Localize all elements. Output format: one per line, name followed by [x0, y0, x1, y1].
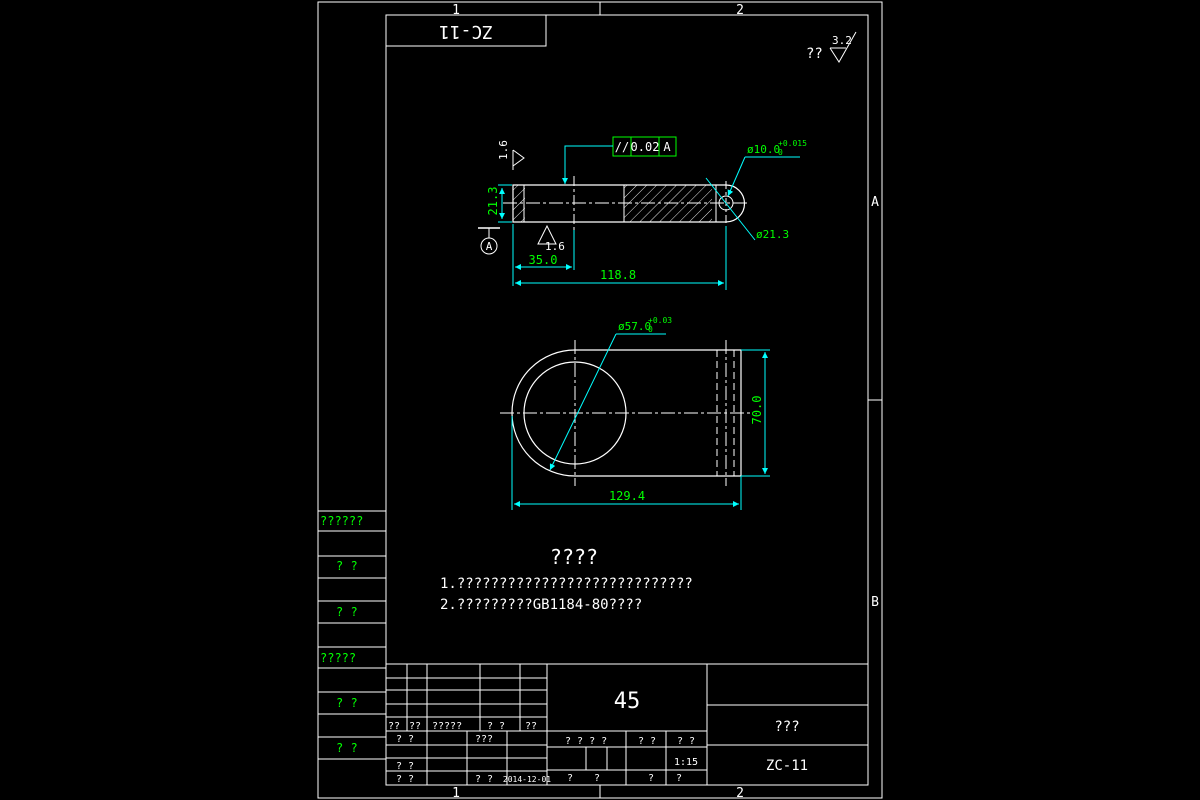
front-outline: [512, 184, 746, 223]
sign-row-1-b: ???: [475, 734, 493, 745]
front-view: 1.6 1.6 A 21.3 35.0 118.8: [478, 136, 807, 290]
left-panel-2: ? ?: [336, 559, 358, 573]
rev-header-5: ??: [525, 721, 537, 732]
zone-top-2: 2: [736, 3, 744, 18]
zone-markers: 1 2 1 2 A B: [452, 3, 879, 800]
left-panel-4: ?????: [320, 651, 356, 665]
left-panel: ?????? ? ? ? ? ????? ? ? ? ?: [318, 510, 386, 760]
zone-top-1: 1: [452, 3, 460, 18]
left-panel-3: ? ?: [336, 605, 358, 619]
mid-header-3: ? ?: [677, 736, 695, 747]
sign-row-3-a: ? ?: [396, 774, 414, 785]
zone-bottom-2: 2: [736, 786, 744, 800]
bottom-roughness-icon: [537, 224, 557, 245]
bottom-cell-1: ?: [567, 773, 573, 784]
dim-short-label: 35.0: [529, 253, 558, 267]
rev-header-1: ??: [388, 721, 400, 732]
material-label: 45: [614, 689, 641, 714]
zone-right-b: B: [871, 595, 879, 610]
tolerance-symbol: //: [615, 140, 629, 154]
datum-a: A: [478, 227, 500, 255]
general-roughness: ?? 3.2: [806, 31, 857, 63]
dim-height-label: 21.3: [486, 187, 500, 216]
bottom-cell-4: ?: [676, 773, 682, 784]
left-panel-6: ? ?: [336, 741, 358, 755]
mid-header-2: ? ?: [638, 736, 656, 747]
zone-right-a: A: [871, 195, 879, 210]
bore-callout: ø57.0 +0.03 0: [549, 316, 672, 471]
zone-bottom-1: 1: [452, 786, 460, 800]
rev-header-2: ??: [409, 721, 421, 732]
tolerance-value: 0.02: [631, 140, 660, 154]
technical-notes: ???? 1.???????????????????????????? 2.??…: [440, 545, 693, 613]
notes-title: ????: [550, 545, 598, 569]
rev-header-4: ? ?: [487, 721, 505, 732]
bottom-roughness-value: 1.6: [545, 240, 565, 253]
bore-label: ø57.0: [618, 320, 651, 333]
bore-upper: +0.03: [648, 316, 672, 325]
bore-lower: 0: [648, 325, 653, 334]
front-hatch-left: [513, 185, 525, 222]
roughness-icon: [829, 31, 857, 63]
notes-line-2: 2.?????????GB1184-80????: [440, 597, 642, 613]
stamp-text: ZC-11: [439, 21, 493, 42]
part-code: ZC-11: [766, 758, 808, 774]
bottom-cell-2: ?: [594, 773, 600, 784]
roughness-symbol: ??: [806, 46, 823, 62]
hole-callout: ø10.0 +0.015 0: [727, 139, 807, 197]
hole-lower: 0: [778, 148, 783, 157]
left-panel-1: ??????: [320, 514, 363, 528]
tolerance-datum: A: [663, 140, 671, 154]
scale-label: 1:15: [674, 757, 698, 768]
sign-row-3-b: ? ?: [475, 774, 493, 785]
bottom-cell-3: ?: [648, 773, 654, 784]
part-name: ???: [774, 719, 799, 735]
datum-label: A: [486, 240, 493, 253]
sign-row-2-a: ? ?: [396, 761, 414, 772]
roughness-value: 3.2: [832, 34, 852, 47]
top-outline: [511, 349, 742, 477]
side-roughness-value: 1.6: [497, 140, 510, 160]
top-view: ø57.0 +0.03 0 70.0 129.4: [500, 316, 770, 510]
dim-length: 129.4: [511, 416, 742, 510]
sheet-frame: [317, 1, 883, 799]
radius-callout: ø21.3: [705, 177, 789, 241]
side-roughness-icon: [512, 149, 525, 170]
dim-width: 70.0: [741, 349, 770, 477]
dim-short: 35.0: [512, 224, 575, 286]
dim-width-label: 70.0: [750, 396, 764, 425]
tolerance-frame: // 0.02 A: [562, 136, 677, 184]
hole-upper: +0.015: [778, 139, 807, 148]
hole-label: ø10.0: [747, 143, 780, 156]
left-panel-5: ? ?: [336, 696, 358, 710]
drawing-stamp: ZC-11: [385, 14, 547, 47]
sign-row-1-a: ? ?: [396, 734, 414, 745]
rev-header-3: ?????: [432, 721, 462, 732]
dim-length-label: 129.4: [609, 489, 645, 503]
title-block: 45 ??? ZC-11 1:15 2014-12-01 ?? ?? ?????…: [386, 663, 868, 785]
dim-long-label: 118.8: [600, 268, 636, 282]
dim-long: 118.8: [515, 226, 727, 290]
dim-height: 21.3: [486, 184, 512, 223]
mid-header-1: ? ? ? ?: [565, 736, 607, 747]
notes-line-1: 1.????????????????????????????: [440, 576, 693, 592]
radius-label: ø21.3: [756, 228, 789, 241]
date-label: 2014-12-01: [503, 775, 551, 784]
